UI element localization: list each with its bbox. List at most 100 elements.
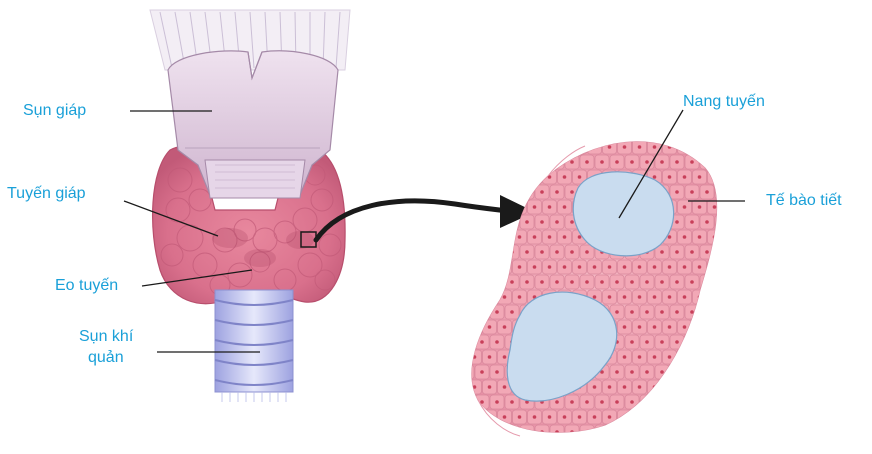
cell-nucleus — [540, 130, 544, 134]
cell-nucleus — [473, 265, 477, 269]
cell-nucleus — [570, 190, 574, 194]
cell-nucleus — [615, 400, 619, 404]
secretory-cell — [730, 425, 744, 439]
cell-nucleus — [518, 415, 522, 419]
cell-nucleus — [690, 160, 694, 164]
cell-nucleus — [593, 145, 597, 149]
secretory-cell — [655, 425, 669, 439]
cell-nucleus — [660, 370, 664, 374]
secretory-cell — [738, 440, 752, 454]
cell-nucleus — [705, 310, 709, 314]
cell-nucleus — [510, 190, 514, 194]
secretory-cell — [730, 335, 744, 349]
cell-nucleus — [570, 160, 574, 164]
cell-nucleus — [728, 385, 732, 389]
secretory-cell — [460, 215, 474, 229]
secretory-cell — [715, 395, 729, 409]
cell-nucleus — [720, 370, 724, 374]
cell-nucleus — [608, 385, 612, 389]
cell-nucleus — [705, 430, 709, 434]
cell-nucleus — [473, 235, 477, 239]
secretory-cell — [460, 335, 474, 349]
cell-nucleus — [728, 445, 732, 449]
cell-nucleus — [735, 190, 739, 194]
secretory-cell — [685, 395, 699, 409]
secretory-cell — [715, 215, 729, 229]
cell-nucleus — [623, 355, 627, 359]
cell-nucleus — [540, 190, 544, 194]
cell-nucleus — [608, 445, 612, 449]
secretory-cell — [505, 125, 519, 139]
cell-nucleus — [488, 355, 492, 359]
cell-nucleus — [638, 415, 642, 419]
cell-nucleus — [555, 190, 559, 194]
cell-nucleus — [653, 355, 657, 359]
cell-nucleus — [465, 280, 469, 284]
secretory-cell — [528, 140, 542, 154]
secretory-cell — [505, 425, 519, 439]
cell-nucleus — [735, 250, 739, 254]
secretory-cell — [715, 185, 729, 199]
secretory-cell — [618, 410, 632, 424]
cell-nucleus — [555, 130, 559, 134]
secretory-cell — [475, 305, 489, 319]
secretory-cell — [505, 155, 519, 169]
cell-nucleus — [638, 355, 642, 359]
cell-nucleus — [690, 400, 694, 404]
secretory-cell — [520, 185, 534, 199]
cell-nucleus — [690, 430, 694, 434]
cell-nucleus — [518, 445, 522, 449]
secretory-cell — [618, 440, 632, 454]
secretory-cell — [738, 380, 752, 394]
secretory-cell — [588, 440, 602, 454]
secretory-cell — [468, 440, 482, 454]
cell-nucleus — [645, 160, 649, 164]
cell-nucleus — [683, 385, 687, 389]
cell-nucleus — [548, 235, 552, 239]
secretory-cell — [498, 440, 512, 454]
cell-nucleus — [555, 250, 559, 254]
cell-nucleus — [675, 190, 679, 194]
cell-nucleus — [713, 205, 717, 209]
label-sun-khi-quan-line2: quản — [88, 348, 124, 367]
cell-nucleus — [593, 295, 597, 299]
cell-nucleus — [503, 415, 507, 419]
cell-nucleus — [735, 370, 739, 374]
cell-nucleus — [623, 325, 627, 329]
cell-nucleus — [585, 400, 589, 404]
cell-nucleus — [525, 190, 529, 194]
cell-nucleus — [555, 220, 559, 224]
secretory-cell — [715, 275, 729, 289]
secretory-cell — [483, 170, 497, 184]
cell-nucleus — [465, 160, 469, 164]
secretory-cell — [640, 425, 654, 439]
cell-nucleus — [638, 295, 642, 299]
cell-nucleus — [728, 235, 732, 239]
secretory-cell — [678, 440, 692, 454]
secretory-cell — [483, 290, 497, 304]
cell-nucleus — [525, 160, 529, 164]
secretory-cell — [723, 320, 737, 334]
cell-nucleus — [675, 370, 679, 374]
cell-nucleus — [615, 370, 619, 374]
cell-nucleus — [555, 430, 559, 434]
label-eo-tuyen: Eo tuyến — [55, 276, 118, 295]
secretory-cell — [738, 290, 752, 304]
secretory-cell — [460, 425, 474, 439]
secretory-cell — [655, 395, 669, 409]
cell-nucleus — [525, 220, 529, 224]
cell-nucleus — [473, 295, 477, 299]
cell-nucleus — [675, 340, 679, 344]
secretory-cell — [723, 200, 737, 214]
cell-nucleus — [480, 250, 484, 254]
secretory-cell — [520, 125, 534, 139]
cell-nucleus — [660, 250, 664, 254]
cell-nucleus — [743, 325, 747, 329]
secretory-cell — [483, 440, 497, 454]
cell-nucleus — [608, 295, 612, 299]
cell-nucleus — [488, 295, 492, 299]
cell-nucleus — [683, 325, 687, 329]
secretory-cell — [730, 155, 744, 169]
cell-nucleus — [503, 295, 507, 299]
secretory-cell — [700, 425, 714, 439]
